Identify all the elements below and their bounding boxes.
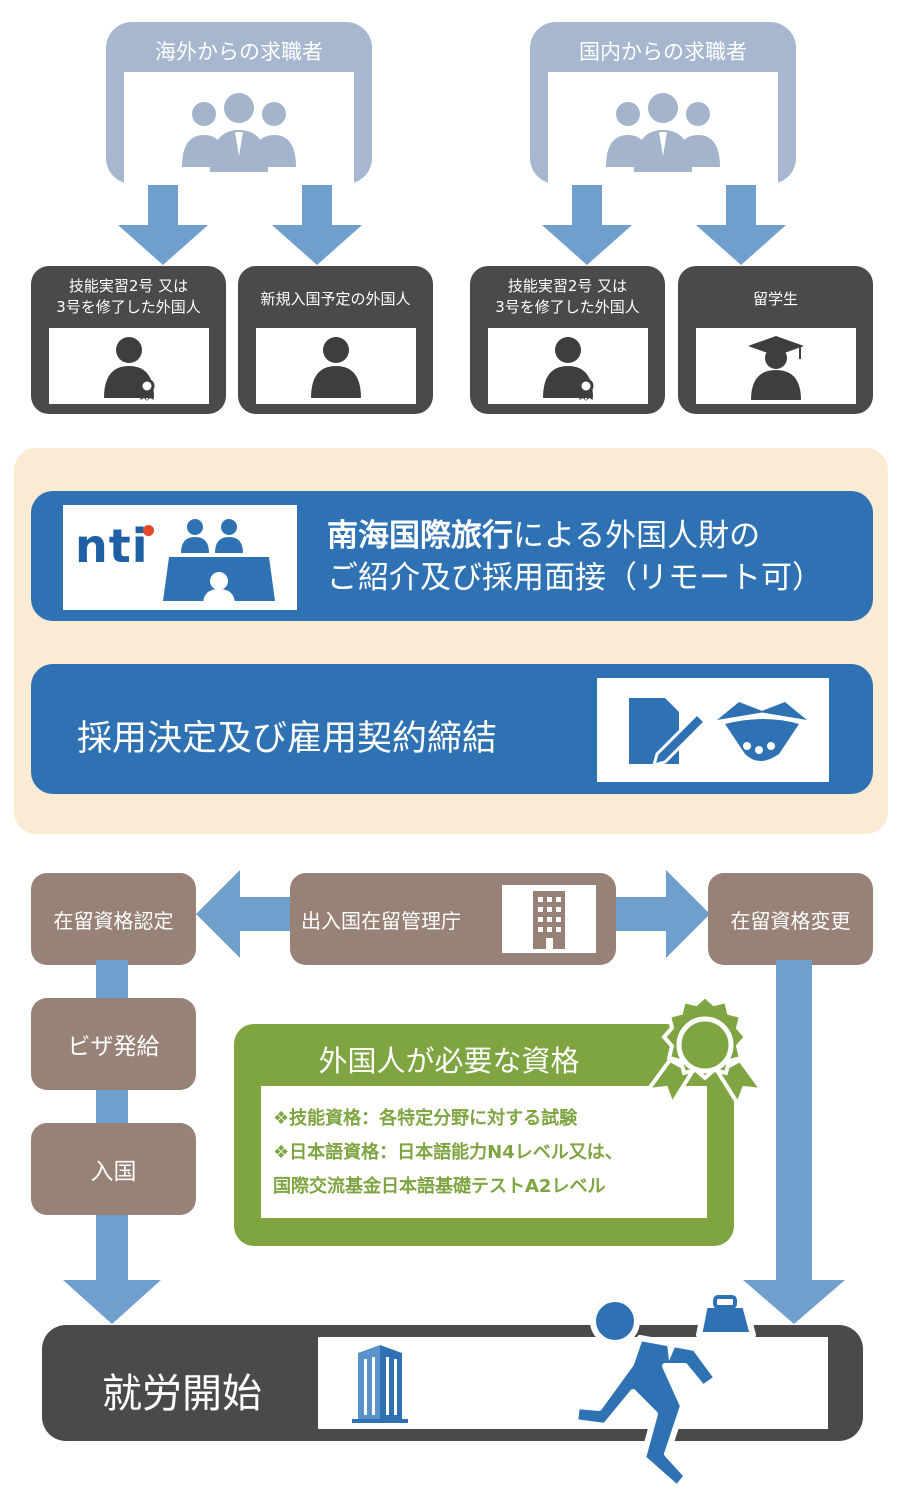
arrow-down-icon [696, 185, 786, 265]
group-people-icon [606, 93, 720, 172]
flow-arrows-top [118, 185, 786, 265]
qualification-item: 国際交流基金日本語基礎テストA2レベル [273, 1176, 606, 1197]
entry-box: 入国 [31, 1123, 196, 1215]
award-ribbon-icon [643, 993, 767, 1109]
trainee-card-domestic: 技能実習2号 又は 3号を修了した外国人 [470, 266, 665, 414]
arrow-down-icon [542, 185, 632, 265]
group-people-icon [182, 93, 296, 172]
status-certification-label: 在留資格認定 [53, 908, 174, 933]
introduction-text: 南海国際旅行による外国人財の ご紹介及び採用面接（リモート可） [327, 515, 823, 599]
decision-label: 採用決定及び雇用契約締結 [77, 719, 498, 759]
arrow-down-icon [272, 185, 362, 265]
work-start-box: 就労開始 [42, 1325, 863, 1441]
overseas-seekers-label: 海外からの求職者 [155, 40, 323, 64]
graduate-icon [748, 336, 804, 400]
arrow-down-icon [118, 185, 208, 265]
work-start-label: 就労開始 [102, 1371, 262, 1417]
building-icon [533, 891, 565, 949]
running-worker-icon [572, 1295, 756, 1491]
qualifications-list: ❖技能資格：各特定分野に対する試験 ❖日本語資格：日本語能力N4レベル又は、 国… [261, 1086, 707, 1218]
student-card: 留学生 [678, 266, 873, 414]
overseas-seekers-panel [124, 72, 354, 186]
status-certification-box: 在留資格認定 [31, 873, 196, 965]
student-panel [696, 328, 856, 404]
certified-person-icon [104, 337, 155, 401]
trainee-panel [49, 328, 209, 404]
building-icon-panel [502, 885, 596, 953]
new-entry-card: 新規入国予定の外国人 [238, 266, 433, 414]
nti-logo-dot [143, 525, 154, 536]
company-name: 南海国際旅行 [327, 518, 513, 554]
nti-logo-panel: nti [63, 505, 297, 610]
arrow-down-icon [63, 1214, 161, 1324]
nti-logo-text: nti [75, 519, 149, 573]
status-change-label: 在留資格変更 [730, 908, 851, 933]
domestic-seekers-label: 国内からの求職者 [579, 40, 747, 64]
student-label: 留学生 [752, 290, 798, 308]
visa-issuance-label: ビザ発給 [67, 1034, 160, 1060]
qualifications-title: 外国人が必要な資格 [318, 1044, 580, 1078]
trainee-label: 技能実習2号 又は 3号を修了した外国人 [56, 277, 201, 316]
domestic-seekers-panel [548, 72, 778, 186]
new-entry-panel [256, 328, 416, 404]
contract-handshake-icon [629, 698, 807, 768]
introduction-line2: ご紹介及び採用面接（リモート可） [327, 560, 823, 596]
visa-issuance-box: ビザ発給 [31, 998, 196, 1090]
certified-person-icon [543, 337, 594, 401]
qualification-item: ❖技能資格：各特定分野に対する試験 [273, 1108, 578, 1129]
decision-box: 採用決定及び雇用契約締結 [31, 664, 873, 794]
trainee-label: 技能実習2号 又は 3号を修了した外国人 [495, 277, 640, 316]
status-change-box: 在留資格変更 [708, 873, 873, 965]
office-building-icon [352, 1345, 408, 1423]
immigration-agency-box: 出入国在留管理庁 [290, 873, 616, 965]
new-entry-label: 新規入国予定の外国人 [260, 290, 411, 308]
flow-arrows-vertical [63, 960, 845, 1324]
arrow-left-icon [196, 870, 292, 958]
introduction-box: nti 南海国際旅行による外国人財の ご紹介及び採用面接（リモート可） [31, 491, 873, 621]
arrow-right-icon [614, 870, 710, 958]
trainee-card-overseas: 技能実習2号 又は 3号を修了した外国人 [31, 266, 226, 414]
qualifications-box: 外国人が必要な資格 ❖技能資格：各特定分野に対する試験 ❖日本語資格：日本語能力… [234, 1024, 734, 1246]
arrow-down-icon [743, 960, 845, 1324]
immigration-agency-label: 出入国在留管理庁 [301, 908, 461, 933]
work-start-panel [318, 1337, 828, 1429]
trainee-panel [488, 328, 648, 404]
domestic-seekers-card: 国内からの求職者 [530, 22, 796, 186]
entry-label: 入国 [90, 1159, 137, 1185]
person-icon [311, 337, 361, 398]
flow-arrows-horizontal [196, 870, 710, 958]
interview-meeting-icon [163, 519, 275, 605]
contract-icon-panel [597, 678, 829, 782]
qualification-item: ❖日本語資格：日本語能力N4レベル又は、 [273, 1142, 623, 1163]
introduction-line1: による外国人財の [513, 518, 761, 554]
overseas-seekers-card: 海外からの求職者 [106, 22, 372, 186]
